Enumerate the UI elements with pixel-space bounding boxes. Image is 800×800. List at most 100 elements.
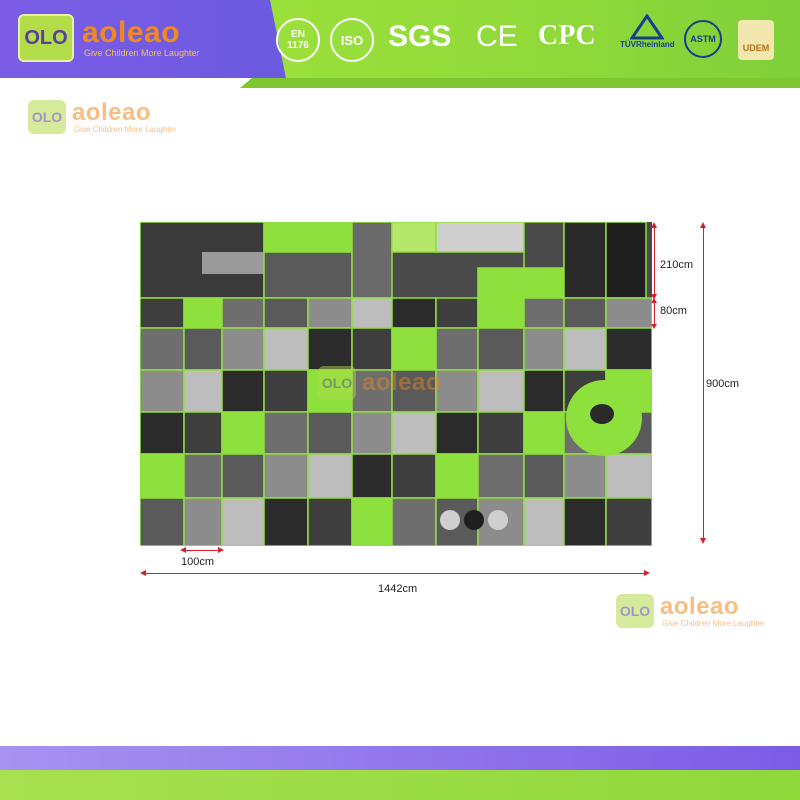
- cert-udem-label: UDEM: [742, 43, 770, 53]
- grid-tile: [435, 411, 479, 455]
- dark-panel-tile: [263, 251, 353, 299]
- dim-line-section-mid: [654, 300, 655, 326]
- grid-tile: [183, 497, 223, 546]
- footer-green-band: [0, 770, 800, 800]
- arrow-down-icon: [700, 538, 706, 544]
- dim-section-mid-label: 80cm: [660, 305, 687, 317]
- grid-tile: [263, 327, 309, 371]
- watermark-tagline: Give Children More Laughter: [662, 618, 765, 628]
- grid-tile: [307, 327, 353, 371]
- grid-tile: [183, 327, 223, 371]
- ce-icon: CE: [476, 20, 518, 54]
- grid-tile: [351, 411, 393, 455]
- grid-tile: [477, 453, 525, 499]
- arrow-down-icon: [651, 324, 657, 329]
- arrow-right-icon: [218, 547, 224, 553]
- grid-tile: [183, 369, 223, 413]
- grid-tile: [435, 453, 479, 499]
- watermark-mark-icon: OLO: [28, 100, 66, 134]
- grid-tile: [391, 411, 437, 455]
- grid-tile: [183, 453, 223, 499]
- brand-tagline: Give Children More Laughter: [84, 48, 200, 58]
- grid-tile: [563, 497, 607, 546]
- arrow-left-icon: [140, 570, 146, 576]
- grid-tile: [351, 453, 393, 499]
- light-panel-tile: [435, 222, 525, 253]
- watermark-name: aoleao: [362, 369, 442, 396]
- grid-tile: [263, 297, 309, 329]
- grid-tile: [263, 453, 309, 499]
- grid-tile: [183, 411, 223, 455]
- grid-tile: [391, 453, 437, 499]
- grid-tile: [563, 453, 607, 499]
- ball-obstacle: [488, 510, 508, 530]
- slide-entry: [590, 404, 614, 424]
- arrow-right-icon: [644, 570, 650, 576]
- grid-tile: [221, 497, 265, 546]
- dim-total-width-label: 1442cm: [378, 583, 418, 595]
- grid-tile: [140, 369, 185, 413]
- arrow-left-icon: [180, 547, 186, 553]
- grid-tile: [140, 297, 185, 329]
- grid-tile: [391, 327, 437, 371]
- grid-tile: [391, 297, 437, 329]
- watermark-mark-icon: OLO: [616, 594, 654, 628]
- watermark-name: aoleao: [72, 98, 152, 126]
- grid-tile: [263, 497, 309, 546]
- green-panel-tile: [477, 267, 565, 299]
- green-panel-tile: [391, 222, 437, 253]
- grid-tile: [523, 297, 565, 329]
- header-green-strip: [240, 78, 800, 88]
- grid-tile: [351, 497, 393, 546]
- arrow-down-icon: [651, 294, 657, 300]
- grid-tile: [477, 411, 525, 455]
- watermark-logo-center: OLO aoleao: [318, 366, 441, 400]
- iso-icon: ISO: [330, 18, 374, 62]
- cert-en1176-label: EN 1176: [287, 29, 309, 51]
- grid-tile: [605, 453, 652, 499]
- arrow-up-icon: [700, 222, 706, 228]
- dim-line-total-width: [144, 573, 646, 574]
- grid-tile: [391, 497, 437, 546]
- grid-tile: [351, 369, 393, 413]
- grid-tile: [477, 327, 525, 371]
- grid-tile: [263, 369, 309, 413]
- playground-layout-plan: [140, 222, 652, 546]
- grid-tile: [435, 297, 479, 329]
- cert-iso-label: ISO: [340, 32, 364, 48]
- panel-tile: [351, 222, 393, 299]
- watermark-logo-top: OLO aoleao Give Children More Laughter: [28, 100, 177, 134]
- grid-tile: [391, 369, 437, 413]
- grid-tile: [523, 497, 565, 546]
- arrow-up-icon: [651, 222, 657, 228]
- watermark-logo-bottom: OLO aoleao Give Children More Laughter: [616, 594, 765, 628]
- grid-tile: [183, 297, 223, 329]
- dim-line-module-width: [184, 550, 220, 551]
- cert-tuv-label: TÜVRheinland: [620, 40, 675, 49]
- grid-tile: [605, 327, 652, 371]
- grid-tile: [140, 453, 185, 499]
- brand-name: aoleao: [82, 16, 181, 49]
- dim-section-top-label: 210cm: [660, 259, 694, 271]
- grid-tile: [523, 453, 565, 499]
- footer-purple-band: [0, 746, 800, 770]
- ball-obstacle: [440, 510, 460, 530]
- grid-tile: [221, 369, 265, 413]
- cpc-icon: CPC: [538, 20, 596, 52]
- grid-tile: [221, 411, 265, 455]
- grid-tile: [221, 297, 265, 329]
- header-banner: OLO aoleao Give Children More Laughter E…: [0, 0, 800, 88]
- grid-tile: [307, 497, 353, 546]
- grid-tile: [140, 327, 185, 371]
- brand-logo[interactable]: OLO aoleao Give Children More Laughter: [18, 14, 200, 62]
- cert-astm-label: ASTM: [690, 34, 716, 44]
- grid-tile: [605, 297, 652, 329]
- cert-ce-label: CE: [476, 20, 518, 53]
- watermark-name: aoleao: [660, 592, 740, 620]
- tuv-triangle-icon: [630, 14, 665, 40]
- cert-cpc-label: CPC: [538, 20, 596, 51]
- ball-obstacle: [464, 510, 484, 530]
- grid-tile: [351, 297, 393, 329]
- en1176-icon: EN 1176: [276, 18, 320, 62]
- grid-tile: [140, 411, 185, 455]
